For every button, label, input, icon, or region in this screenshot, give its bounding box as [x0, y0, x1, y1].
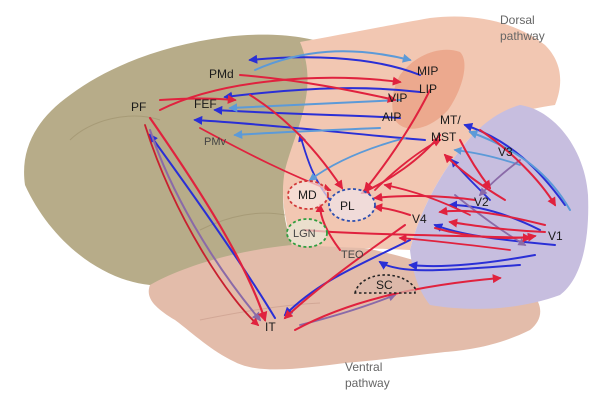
label-FEF: FEF: [194, 97, 217, 111]
arrow-feedback: [283, 239, 411, 317]
arrow-feedforward: [383, 182, 471, 216]
label-TEO: TEO: [341, 249, 364, 261]
label-PF: PF: [131, 100, 146, 114]
arrow-feedforward: [398, 234, 511, 251]
area-labels: PF PMd FEF PMv MIP LIP VIP AIP MT/ MST V…: [131, 64, 563, 334]
arrow-feedforward: [373, 203, 411, 216]
label-IT: IT: [265, 320, 276, 334]
arrow-feedforward: [148, 116, 268, 322]
ventral-pathway-label-1: Ventral: [345, 360, 382, 374]
arrow-feedforward: [459, 139, 492, 190]
arrow-feedforward: [159, 76, 402, 111]
arrow-feedforward: [443, 153, 506, 201]
arrow-light: [254, 50, 412, 71]
arrow-light: [468, 130, 571, 211]
arrow-feedforward: [159, 94, 237, 104]
arrow-purple: [478, 159, 521, 197]
label-V2-dorsal: V2: [474, 195, 489, 209]
label-LGN: LGN: [293, 228, 316, 240]
label-MD: MD: [298, 188, 317, 202]
label-V4: V4: [412, 212, 427, 226]
label-LIP: LIP: [419, 82, 437, 96]
arrow-feedforward: [374, 139, 442, 191]
label-AIP: AIP: [382, 110, 401, 124]
arrow-feedback: [223, 87, 421, 101]
label-V1: V1: [548, 229, 563, 243]
subcortical-nuclei: [286, 180, 416, 294]
label-V3: V3: [498, 145, 513, 159]
arrow-feedforward: [144, 124, 260, 327]
arrow-feedback: [408, 254, 536, 271]
arrow-feedforward: [363, 89, 431, 192]
arrow-feedforward: [438, 206, 546, 226]
arrow-feedforward: [448, 218, 546, 233]
arrow-purple: [454, 194, 527, 246]
pathway-labels: Dorsal pathway Ventral pathway: [345, 13, 545, 390]
dorsal-pathway-label-1: Dorsal: [500, 13, 535, 27]
sulcus-line: [199, 212, 286, 231]
label-PMv: PMv: [204, 136, 227, 148]
arrow-feedback: [248, 54, 421, 76]
frontal-lobe: [24, 34, 345, 285]
sulcus-line: [199, 302, 321, 321]
parietal-highlight: [392, 49, 465, 129]
arrow-feedforward: [294, 274, 502, 331]
arrow-feedforward: [373, 192, 476, 202]
label-PMd: PMd: [209, 67, 234, 81]
arrow-feedforward: [239, 74, 397, 103]
label-MT: MT/: [440, 113, 461, 127]
arrow-feedforward: [283, 224, 406, 320]
arrow-feedback: [213, 105, 401, 119]
arrow-light: [228, 99, 401, 113]
arrow-feedforward: [249, 94, 343, 190]
label-MST-text: MST: [431, 130, 457, 144]
arrow-light: [308, 137, 406, 181]
arrow-light: [233, 127, 381, 140]
arrow-feedforward: [315, 203, 341, 251]
arrow-feedforward: [479, 129, 556, 207]
label-VIP: VIP: [388, 91, 407, 105]
label-MIP: MIP: [417, 64, 438, 78]
dorsal-pathway-label-2: pathway: [500, 29, 545, 43]
arrow-feedback: [378, 261, 521, 272]
sc-ring: [353, 274, 416, 294]
arrow-light: [453, 146, 521, 166]
ventral-pathway-label-2: pathway: [345, 376, 390, 390]
pl-ring: [328, 188, 376, 222]
arrow-feedback: [448, 200, 541, 231]
label-SC: SC: [376, 278, 393, 292]
label-PL: PL: [340, 199, 355, 213]
lgn-ring: [286, 218, 328, 248]
arrow-feedback: [148, 133, 276, 319]
md-ring: [287, 180, 329, 210]
arrow-purple: [149, 129, 262, 322]
occipital-lobe: [410, 105, 589, 309]
